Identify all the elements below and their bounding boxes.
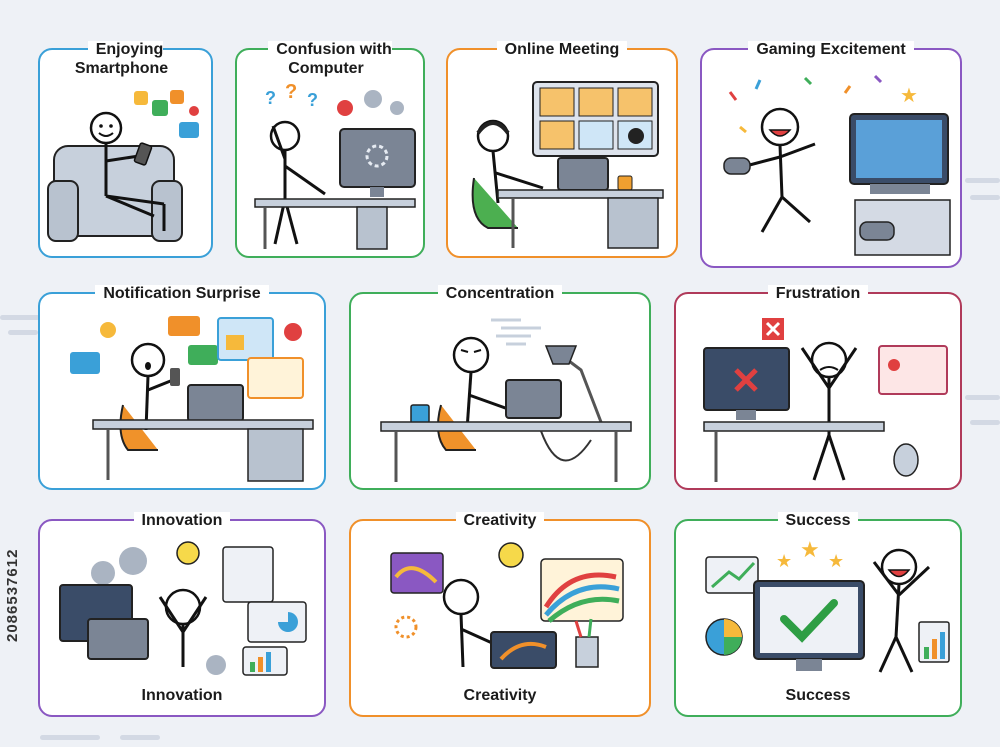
card-concentration: Concentration (349, 285, 651, 490)
concentration-scene-illustration (380, 318, 632, 482)
card-online-meeting: Online Meeting (446, 41, 678, 258)
background-stripe (965, 395, 1000, 400)
confusion-scene-illustration: ? ? ? (254, 84, 416, 250)
card-caption: Success (785, 687, 851, 704)
card-confusion-with-computer: Confusion with Computer ? ? ? (235, 41, 425, 258)
gaming-scene-illustration: ★ (723, 74, 951, 256)
notification-scene-illustration (70, 316, 314, 482)
svg-text:★: ★ (900, 83, 918, 107)
background-stripe (0, 315, 40, 320)
card-title: Online Meeting (448, 40, 676, 59)
frustration-scene-illustration (703, 318, 948, 482)
svg-text:★: ★ (800, 538, 820, 563)
card-title: Concentration (351, 284, 649, 303)
svg-text:★: ★ (776, 551, 792, 572)
online-meeting-scene-illustration (471, 81, 664, 249)
card-title: Notification Surprise (40, 284, 324, 303)
card-title: Frustration (676, 284, 960, 303)
card-title: Enjoying Smartphone (40, 40, 211, 78)
card-notification-surprise: Notification Surprise (38, 285, 326, 490)
card-creativity: Creativity Creativity (349, 512, 651, 717)
card-frustration: Frustration (674, 285, 962, 490)
card-gaming-excitement: Gaming Excitement ★ (700, 41, 962, 268)
stock-id-watermark: 2086537612 (4, 548, 21, 642)
svg-text:?: ? (285, 84, 297, 103)
svg-text:?: ? (307, 90, 318, 110)
background-stripe (120, 735, 160, 740)
success-scene-illustration: ★ ★ ★ (705, 538, 950, 673)
card-caption: Innovation (141, 687, 223, 704)
card-title: Innovation (40, 511, 324, 530)
background-stripe (8, 330, 38, 335)
svg-text:?: ? (265, 88, 276, 108)
background-stripe (970, 195, 1000, 200)
card-title: Gaming Excitement (702, 40, 960, 59)
smartphone-scene-illustration (47, 90, 199, 242)
card-caption: Creativity (463, 687, 537, 704)
card-title: Confusion with Computer (237, 40, 423, 78)
background-stripe (965, 178, 1000, 183)
creativity-scene-illustration (390, 542, 624, 669)
svg-text:★: ★ (828, 551, 844, 572)
card-title: Creativity (351, 511, 649, 530)
innovation-scene-illustration (59, 541, 307, 676)
card-title: Success (676, 511, 960, 530)
card-innovation: Innovation Innovation (38, 512, 326, 717)
card-success: Success ★ ★ ★ Success (674, 512, 962, 717)
background-stripe (40, 735, 100, 740)
card-enjoying-smartphone: Enjoying Smartphone (38, 41, 213, 258)
background-stripe (970, 420, 1000, 425)
